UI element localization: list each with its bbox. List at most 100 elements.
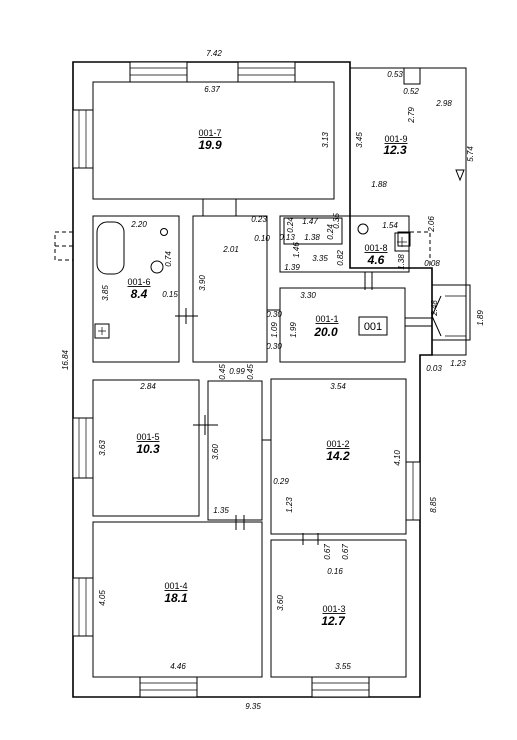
unit-label: 001	[364, 321, 382, 333]
dim-r1-b: 0.30	[266, 310, 282, 319]
dim-r9-g: 1.88	[371, 180, 387, 189]
room-area-001-5: 10.3	[136, 442, 160, 456]
dashed-partition	[410, 231, 431, 268]
dim-r8-e: 1.38	[304, 233, 320, 242]
unit-label-box	[358, 316, 388, 336]
fixture-box	[403, 67, 421, 85]
dim-c-b: 0.99	[229, 367, 245, 376]
dim-r6-d: 0.15	[162, 290, 178, 299]
dim-r9-b: 0.52	[403, 87, 419, 96]
dim-r2-w: 3.54	[330, 382, 346, 391]
dim-hall-b: 0.10	[254, 234, 270, 243]
dim-c-a: 0.45	[218, 364, 227, 380]
dim-hall-c: 2.01	[222, 245, 239, 254]
room-area-001-7: 19.9	[198, 138, 222, 152]
dim-r4-h: 4.05	[98, 590, 107, 606]
room-area-001-8: 4.6	[367, 253, 385, 267]
dim-r6-c: 0.74	[164, 251, 173, 267]
toilet-icon	[150, 260, 164, 274]
bathtub-icon	[96, 221, 125, 275]
dim-r8-a: 1.47	[302, 217, 318, 226]
dim-r8-d: 1.46	[292, 242, 301, 258]
room-id-001-3: 001-3	[322, 604, 345, 614]
dim-porch-d: 1.23	[450, 359, 466, 368]
dim-r3-h: 3.60	[276, 595, 285, 611]
room-area-001-6: 8.4	[131, 287, 148, 301]
dim-porch-a: 2.48	[430, 300, 439, 317]
room-id-001-1: 001-1	[315, 314, 338, 324]
dim-r9-f: 5.74	[466, 146, 475, 162]
dim-r8-f: 0.24	[326, 224, 335, 240]
room-hall[interactable]	[192, 215, 268, 363]
dim-r8-i: 3.35	[312, 254, 328, 263]
dim-r2-b: 1.23	[285, 497, 294, 513]
dim-porch-b: 1.89	[476, 310, 485, 326]
room-id-001-4: 001-4	[164, 581, 187, 591]
dim-r3-w: 3.55	[335, 662, 351, 671]
room-id-001-8: 001-8	[364, 243, 387, 253]
dim-r8-c: 0.13	[279, 233, 295, 242]
dim-hall-a: 0.23	[251, 215, 267, 224]
window-bottom-1	[139, 676, 198, 698]
sink-icon	[160, 228, 168, 236]
window-right	[405, 461, 421, 521]
dim-r1-d: 1.99	[289, 322, 298, 338]
dim-r2-a: 0.29	[273, 477, 289, 486]
dim-c-c: 0.45	[246, 364, 255, 380]
dim-r8-h: 1.54	[382, 221, 398, 230]
room-corridor[interactable]	[207, 380, 263, 521]
dim-bottom-total: 9.35	[245, 702, 261, 711]
dim-left-total: 16.84	[61, 349, 70, 370]
boiler-icon	[94, 323, 110, 339]
window-bottom-2	[311, 676, 370, 698]
dim-r3-b: 0.67	[341, 544, 350, 560]
dim-r8-m: 2.06	[427, 216, 436, 233]
dim-r8-n: 0.08	[424, 259, 440, 268]
hall-door	[202, 198, 237, 217]
dim-r9-a: 0.53	[387, 70, 403, 79]
toilet-icon-2	[357, 223, 369, 235]
room-area-001-2: 14.2	[326, 449, 350, 463]
porch[interactable]	[432, 284, 471, 341]
dim-r3-c: 0.16	[327, 567, 343, 576]
dim-c-h: 3.60	[211, 444, 220, 460]
room-area-001-1: 20.0	[313, 325, 338, 339]
boiler-icon-2	[394, 232, 410, 252]
dim-porch-c: 0.03	[426, 364, 442, 373]
dim-hall-d: 3.90	[198, 275, 207, 291]
window-left-2	[72, 417, 94, 479]
dim-r1-a: 3.30	[300, 291, 316, 300]
dim-r8-l: 1.38	[397, 254, 406, 270]
dim-r9-c: 2.79	[407, 107, 416, 124]
dim-top-total: 7.42	[206, 49, 222, 58]
dim-r7-w: 6.37	[204, 85, 220, 94]
dim-c-w: 1.35	[213, 506, 229, 515]
room-id-001-6: 001-6	[127, 277, 150, 287]
room-001-9-boiler	[397, 231, 411, 247]
shower-icon	[283, 217, 343, 245]
room-001-2[interactable]	[270, 378, 407, 535]
room-area-001-9: 12.3	[383, 143, 407, 157]
window-left-3	[72, 577, 94, 637]
room-001-1[interactable]	[279, 287, 406, 363]
dim-r9-e: 3.45	[355, 132, 364, 148]
dim-r2-h: 4.10	[393, 450, 402, 466]
room-001-6[interactable]	[92, 215, 180, 363]
window-top-2	[237, 61, 296, 83]
north-marker	[455, 169, 465, 182]
annex-outline	[349, 62, 467, 356]
entrance-arrow	[431, 295, 442, 337]
dim-r8-j: 0.82	[336, 250, 345, 266]
dim-r7-h: 3.13	[321, 132, 330, 148]
dim-r6-b: 3.85	[101, 285, 110, 301]
dim-r5-w: 2.84	[139, 382, 156, 391]
window-top-1	[129, 61, 188, 83]
room-area-001-3: 12.7	[321, 614, 346, 628]
dim-r4-w: 4.46	[170, 662, 186, 671]
dim-r6-a: 2.20	[130, 220, 147, 229]
room-id-001-2: 001-2	[326, 439, 349, 449]
dim-r1-c: 1.09	[270, 322, 279, 338]
dim-r8-k: 1.39	[284, 263, 300, 272]
room-id-001-7: 001-7	[198, 128, 221, 138]
